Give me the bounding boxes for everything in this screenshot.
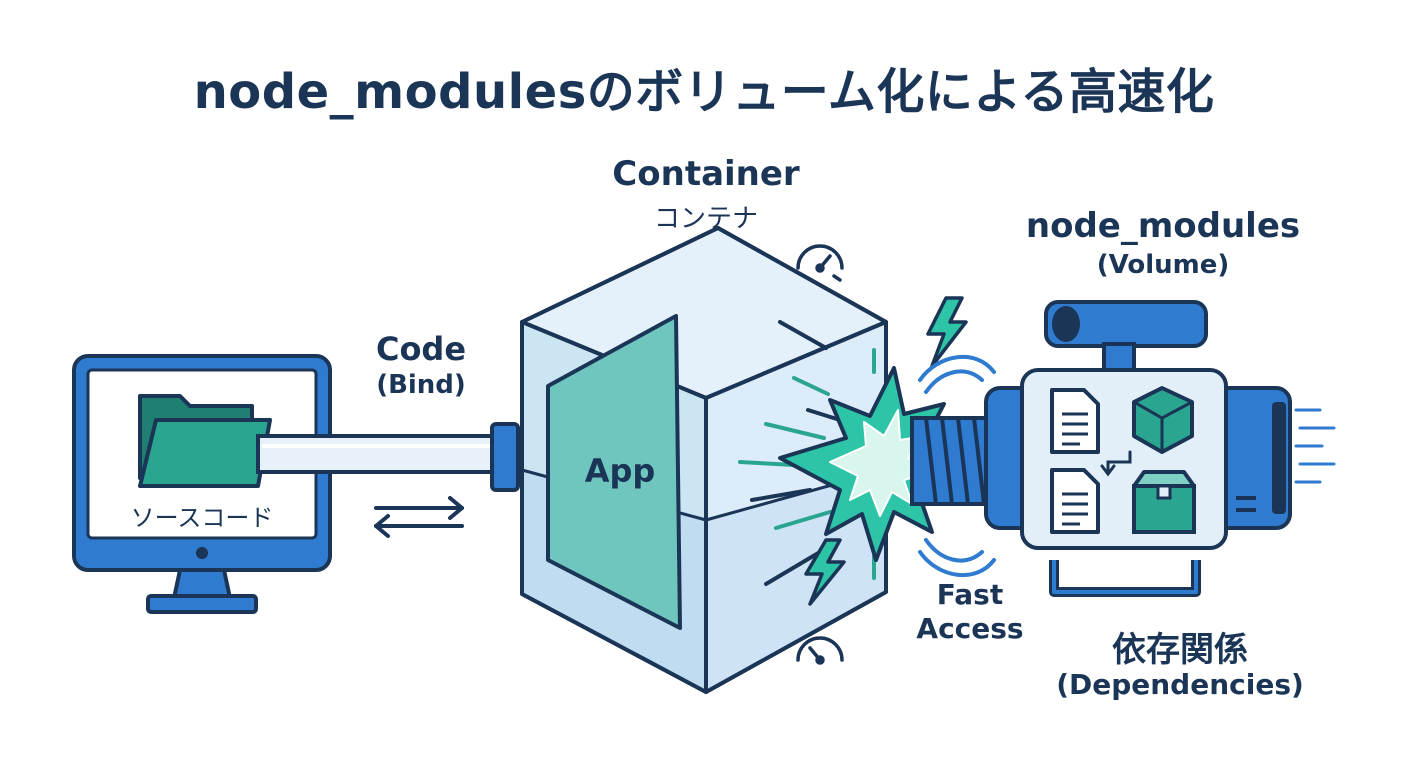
gauge-icon-bottom — [796, 636, 844, 665]
bind-pipe — [256, 422, 520, 492]
lightning-icon-bottom — [804, 538, 846, 606]
signal-arcs — [918, 354, 996, 578]
lightning-icon-top — [926, 296, 968, 368]
motion-lines — [1294, 408, 1336, 484]
source-label: ソースコード — [131, 504, 274, 532]
container-subtitle: コンテナ — [653, 204, 758, 234]
app-label: App — [585, 452, 656, 490]
dependencies-subtitle: (Dependencies) — [1056, 668, 1304, 701]
dependencies-title: 依存関係 — [1112, 630, 1248, 670]
access-line1: Fast — [936, 578, 1004, 611]
impact-burst-icon — [778, 366, 964, 562]
sync-arrow-icon — [374, 496, 464, 538]
code-subtitle: (Bind) — [376, 370, 466, 400]
folder-icon — [138, 394, 272, 488]
volume-device — [984, 300, 1292, 597]
volume-subtitle: (Volume) — [1096, 250, 1230, 280]
gauge-icon-top — [796, 244, 844, 282]
access-line2: Access — [916, 612, 1024, 645]
speed-lines — [738, 320, 876, 586]
monitor-icon — [72, 354, 332, 614]
volume-title: node_modules — [1025, 206, 1301, 246]
container-cube — [520, 226, 888, 694]
container-title: Container — [612, 154, 800, 194]
code-title: Code — [375, 330, 467, 368]
volume-connector — [910, 416, 996, 506]
page-title: node_modulesのボリューム化による高速化 — [193, 64, 1215, 120]
